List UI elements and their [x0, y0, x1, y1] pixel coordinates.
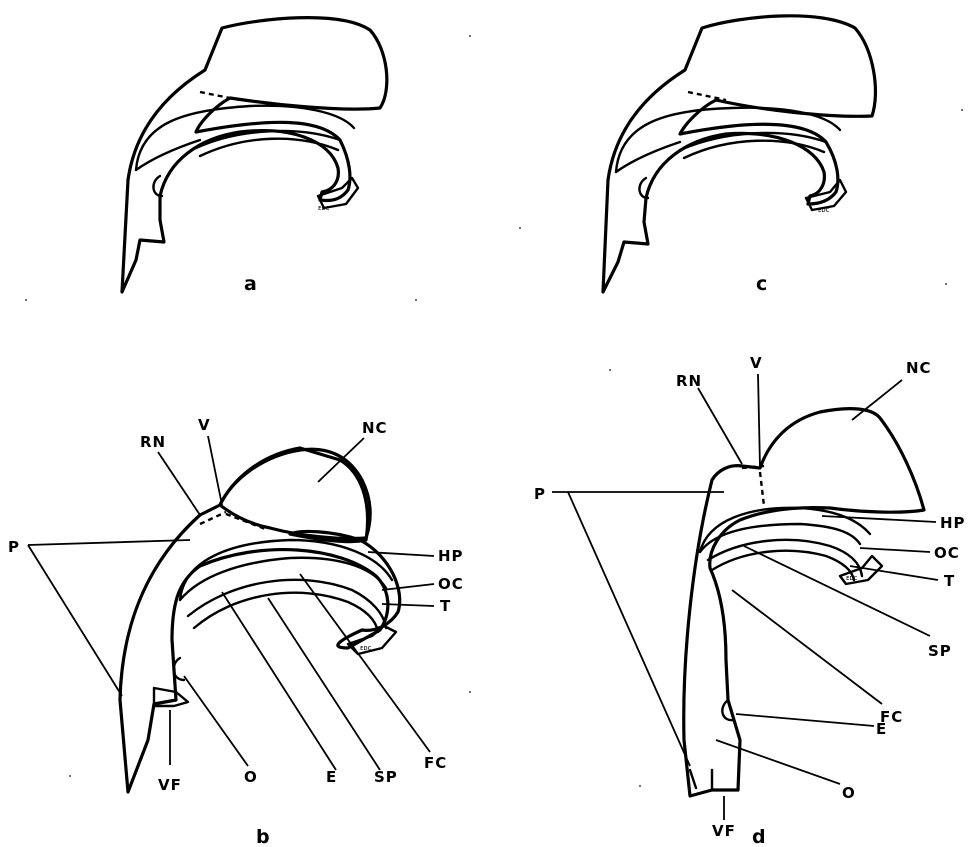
panel-c-tiny-mark: ᴇᴅᴄ: [818, 206, 830, 214]
panel-b-label-sp: SP: [374, 768, 398, 786]
panel-b-label-v: V: [198, 416, 211, 434]
panel-d-fc-leader: [732, 590, 882, 704]
panel-b-body-outline: [120, 448, 400, 792]
panel-b-o-leader: [184, 676, 248, 766]
panel-b-p-leader-1: [28, 540, 190, 545]
panel-b-label-o: O: [244, 768, 258, 786]
panel-d-sp-leader: [744, 546, 930, 636]
panel-b-drawing: ᴇᴅᴄ: [120, 448, 400, 792]
panel-d-e-leader: [736, 714, 874, 726]
panel-c-dashed-septum: [688, 92, 726, 100]
panel-c-foregut-band: [616, 108, 840, 172]
panel-d-ventral-fold: [690, 770, 712, 790]
panel-d-label-v: V: [750, 354, 763, 372]
panel-d-label-t: T: [944, 572, 955, 590]
panel-d-label-p: P: [534, 485, 546, 503]
panel-d-drawing: ᴇᴅᴄ: [684, 409, 924, 796]
panel-d-leaders: [552, 374, 938, 820]
panel-c-hindgut-tube: [680, 133, 826, 158]
panel-d-t-leader: [850, 566, 938, 580]
panel-d-tiny-mark: ᴇᴅᴄ: [846, 574, 858, 582]
panel-b-e-leader: [222, 592, 336, 770]
panel-d-o-leader: [716, 740, 840, 784]
panel-b-dashed-septum-b: [226, 514, 268, 530]
panel-d-label-oc: OC: [934, 544, 960, 562]
panel-d-oc-leader: [860, 548, 930, 552]
panel-d-label-e: E: [876, 720, 887, 738]
panel-d-label-o: O: [842, 784, 856, 802]
panel-d-v-leader: [758, 374, 760, 468]
panel-b-v-leader: [208, 436, 222, 505]
panel-b-label-rn: RN: [140, 433, 166, 451]
panel-b-sp-leader: [268, 598, 380, 770]
panel-d-hp-leader: [822, 516, 936, 522]
panel-d-hindgut-tube: [708, 540, 862, 580]
panel-a-drawing: ᴇᴅᴄ: [122, 18, 387, 292]
panel-c-drawing: ᴇᴅᴄ: [603, 16, 875, 292]
panel-a-foregut-band: [136, 106, 354, 170]
panel-a-letter: a: [244, 273, 257, 295]
panel-c-body-outline: [603, 16, 875, 292]
panel-b-fc-leader: [300, 574, 430, 752]
panel-c-letter: c: [756, 273, 767, 295]
panel-b-label-oc: OC: [438, 575, 464, 593]
panel-d-dashed-septum-b: [760, 472, 764, 506]
panel-b-label-fc: FC: [424, 754, 447, 772]
panel-d-label-vf: VF: [712, 822, 736, 840]
panel-b-label-nc: NC: [362, 419, 388, 437]
panel-b-label-hp: HP: [438, 547, 464, 565]
panel-d-label-sp: SP: [928, 642, 952, 660]
panel-b-label-t: T: [440, 597, 451, 615]
panel-d-label-hp: HP: [940, 514, 966, 532]
panel-b-neural-crest: [220, 449, 370, 538]
panel-a-hindgut-tube: [196, 131, 340, 156]
panel-b-letter: b: [256, 826, 270, 847]
panel-a-tiny-mark: ᴇᴅᴄ: [318, 204, 330, 212]
panel-d-rn-leader: [698, 388, 742, 464]
panel-b-oc-leader: [382, 584, 434, 590]
panel-d-p-leader-2: [568, 492, 690, 766]
panel-d-body-outline: [684, 409, 924, 796]
panel-b-tiny-mark: ᴇᴅᴄ: [360, 644, 372, 652]
panel-b-label-vf: VF: [158, 776, 182, 794]
panel-b-label-e: E: [326, 768, 337, 786]
panel-b-p-leader-2: [28, 545, 122, 696]
panel-b-hindgut-tube: [188, 580, 386, 632]
panel-d-letter: d: [752, 826, 766, 847]
panel-d-label-nc: NC: [906, 359, 932, 377]
panel-b-rn-leader: [158, 452, 200, 515]
panel-b-t-leader: [382, 604, 434, 606]
panel-d-label-rn: RN: [676, 372, 702, 390]
panel-b-label-p: P: [8, 538, 20, 556]
